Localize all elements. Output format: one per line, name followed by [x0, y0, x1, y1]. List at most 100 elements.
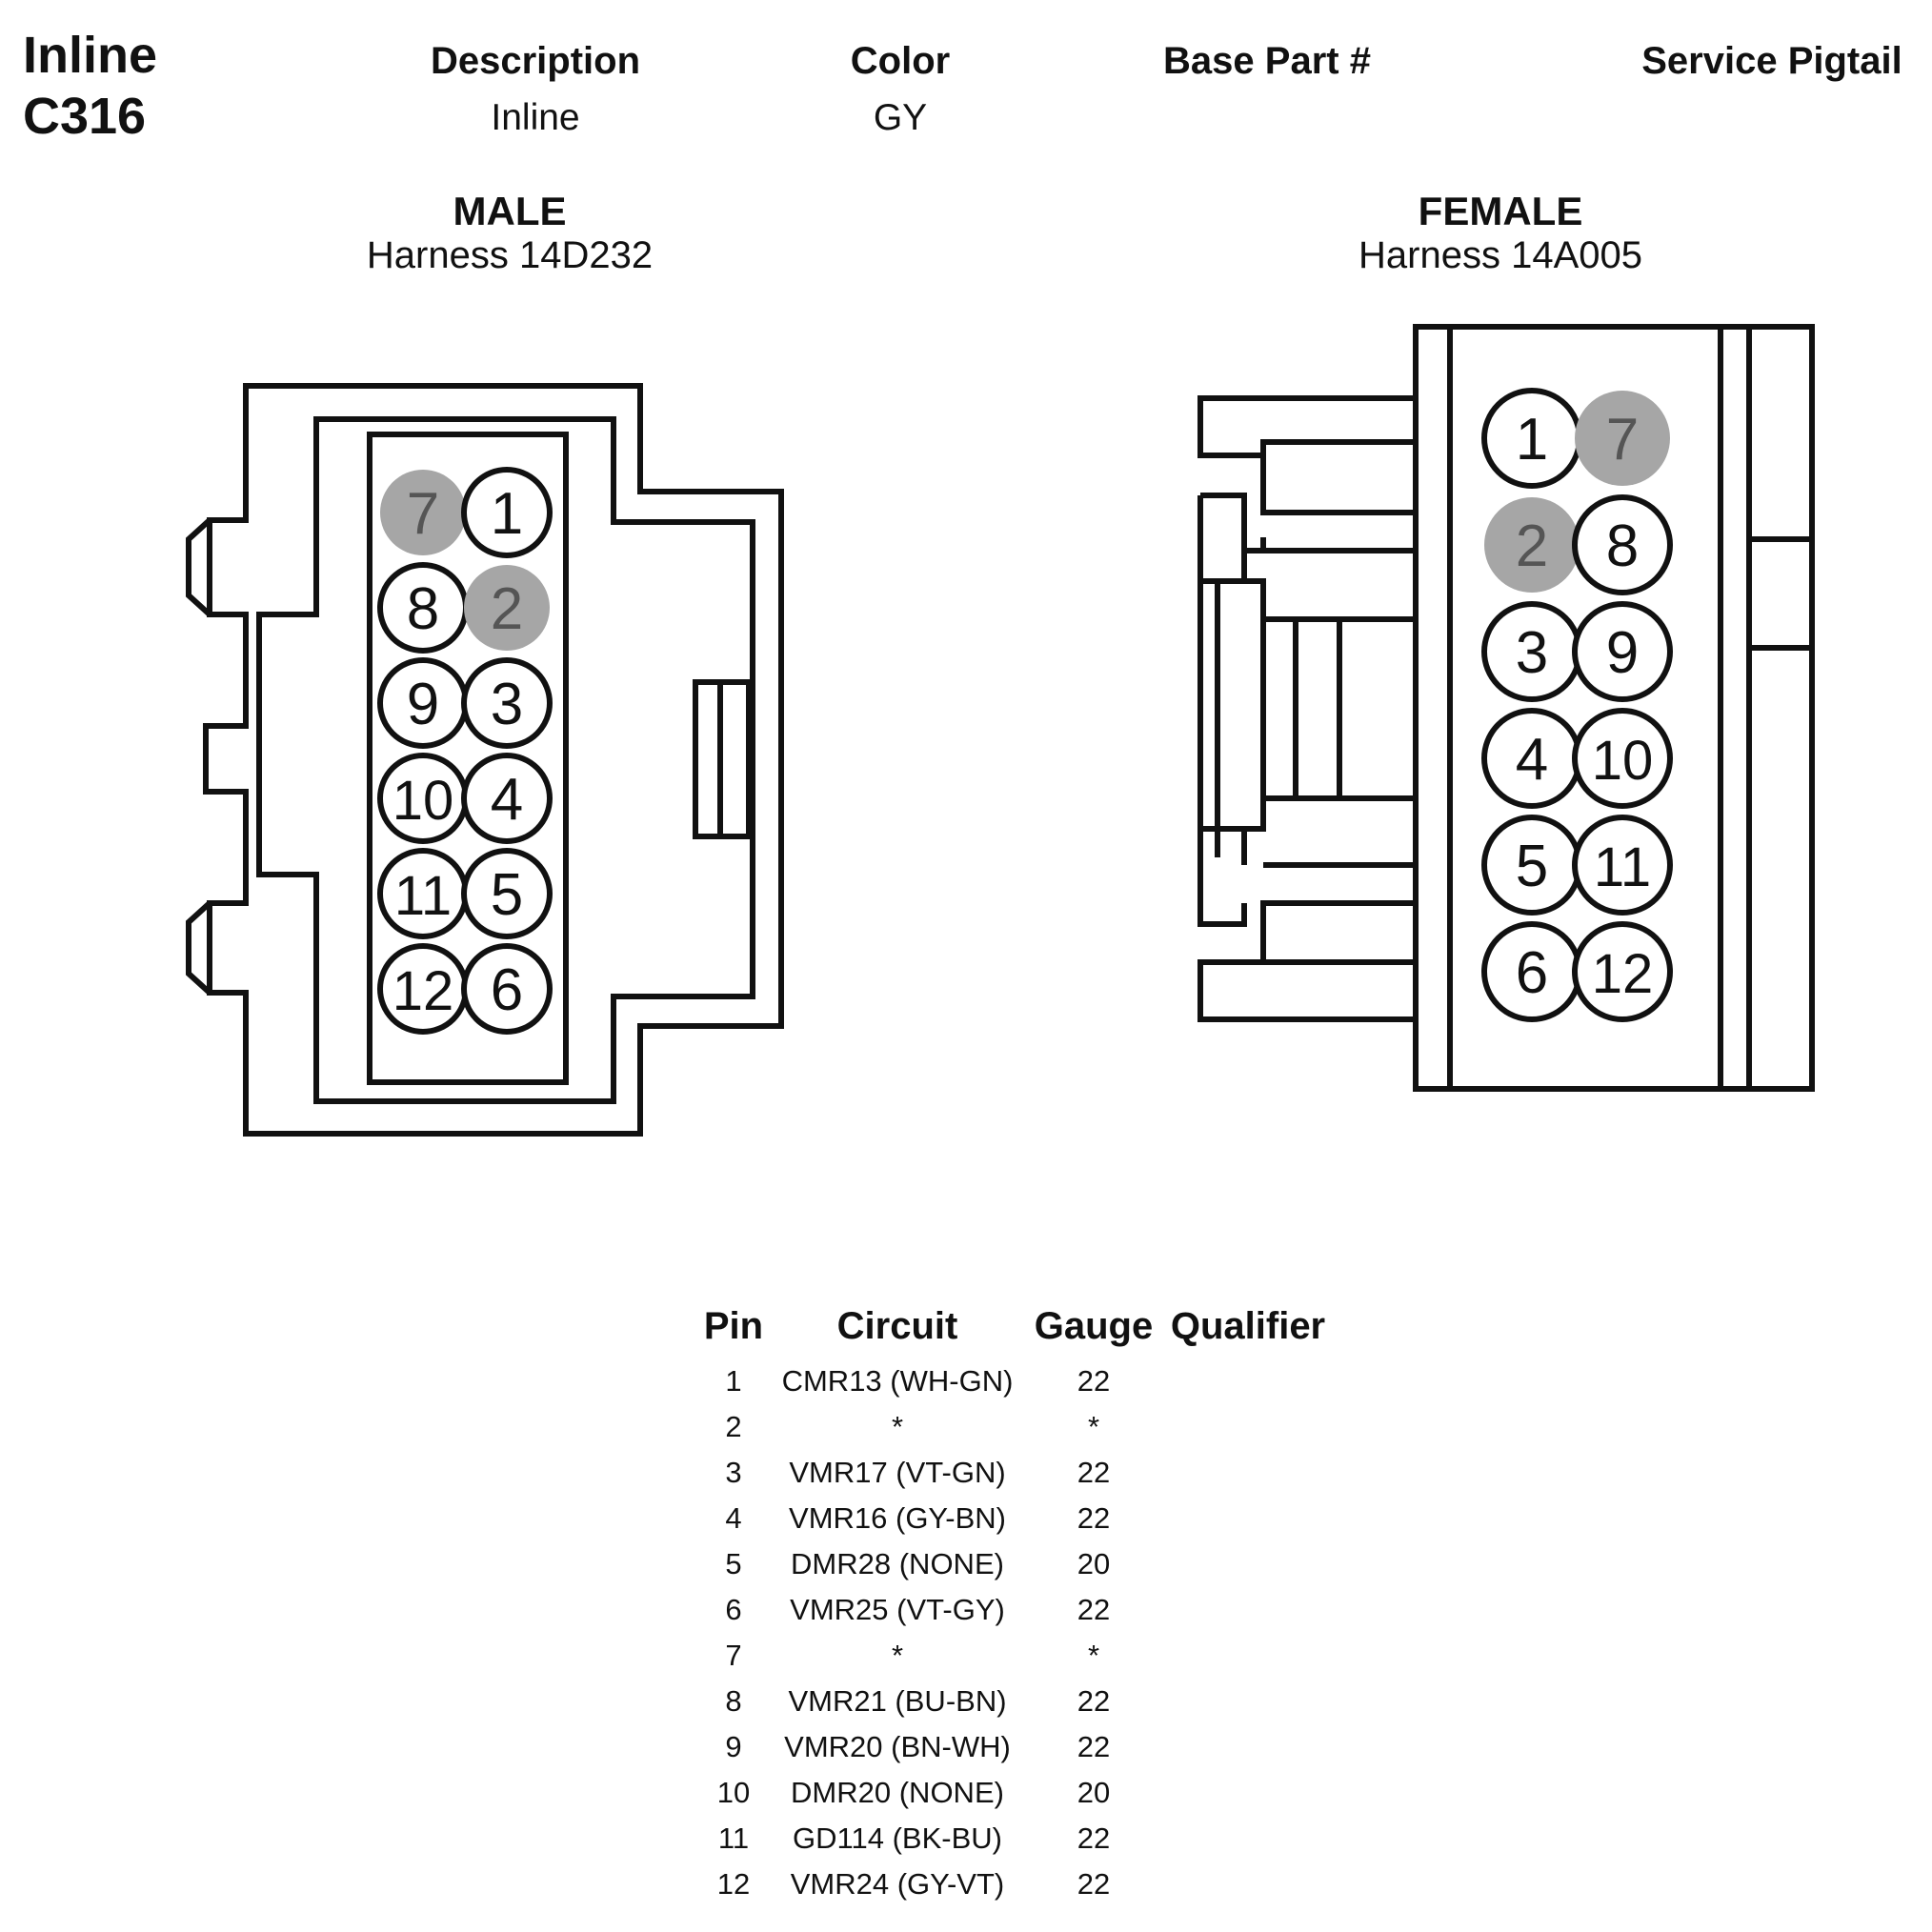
- female-harness: Harness 14A005: [1358, 234, 1642, 276]
- cell-gauge: 20: [1077, 1776, 1111, 1809]
- pin-number: 12: [1592, 943, 1654, 1005]
- cell-pin: 3: [725, 1456, 742, 1489]
- pin-number: 8: [407, 576, 439, 642]
- pin-number: 9: [1606, 620, 1639, 686]
- cell-gauge: 22: [1077, 1456, 1111, 1489]
- table-header-gauge: Gauge: [1034, 1305, 1154, 1347]
- pin-number: 6: [491, 957, 523, 1023]
- pin-number: 6: [1516, 940, 1548, 1006]
- cell-pin: 7: [725, 1639, 742, 1672]
- table-header-qualifier: Qualifier: [1170, 1305, 1326, 1347]
- pin-10: 10: [1572, 708, 1673, 809]
- cell-circuit: VMR25 (VT-GY): [790, 1593, 1005, 1626]
- table-header-pin: Pin: [703, 1305, 764, 1347]
- pin-number: 8: [1606, 513, 1639, 579]
- color-label: Color: [850, 40, 951, 82]
- cell-gauge: 20: [1077, 1547, 1111, 1580]
- cell-gauge: 22: [1077, 1684, 1111, 1718]
- cell-pin: 1: [725, 1364, 742, 1398]
- pin-circle: [1572, 815, 1673, 916]
- pin-circle: [1572, 601, 1673, 702]
- pin-number: 4: [491, 767, 523, 833]
- cell-circuit: DMR28 (NONE): [791, 1547, 1004, 1580]
- cell-pin: 6: [725, 1593, 742, 1626]
- table-header-circuit: Circuit: [836, 1305, 958, 1347]
- pin-number: 12: [392, 960, 454, 1022]
- cell-circuit: *: [891, 1410, 904, 1443]
- cell-gauge: 22: [1077, 1821, 1111, 1855]
- connector-name-line1: Inline: [23, 27, 158, 84]
- cell-circuit: VMR24 (GY-VT): [790, 1867, 1005, 1901]
- pin-number: 5: [1516, 834, 1548, 899]
- cell-circuit: VMR20 (BN-WH): [784, 1730, 1011, 1763]
- pin-5: 5: [461, 848, 553, 939]
- pin-3: 3: [1481, 601, 1582, 702]
- cell-gauge: 22: [1077, 1364, 1111, 1398]
- cell-pin: 4: [725, 1501, 742, 1535]
- male-title: MALE: [453, 189, 567, 233]
- pin-number: 3: [491, 672, 523, 737]
- description-label: Description: [430, 40, 641, 82]
- pin-10: 10: [377, 753, 469, 844]
- pin-number: 2: [491, 576, 523, 642]
- pin-1: 1: [1481, 388, 1582, 489]
- pin-11: 11: [377, 848, 469, 939]
- pin-number: 10: [392, 770, 454, 832]
- pin-circle: [1484, 497, 1580, 593]
- cell-pin: 12: [716, 1867, 751, 1901]
- cell-pin: 11: [717, 1821, 750, 1855]
- pin-circle: [461, 943, 553, 1035]
- pin-8: 8: [377, 562, 469, 654]
- cell-circuit: CMR13 (WH-GN): [781, 1364, 1014, 1398]
- pin-6: 6: [461, 943, 553, 1035]
- base-part-label: Base Part #: [1163, 40, 1371, 82]
- pin-9: 9: [377, 657, 469, 749]
- pin-circle: [1572, 921, 1673, 1022]
- cell-gauge: *: [1087, 1410, 1100, 1443]
- pin-number: 2: [1516, 513, 1548, 579]
- cell-circuit: VMR21 (BU-BN): [788, 1684, 1007, 1718]
- pin-circle: [464, 565, 550, 651]
- pin-circle: [461, 848, 553, 939]
- pin-number: 3: [1516, 620, 1548, 686]
- pin-8: 8: [1572, 494, 1673, 595]
- pin-number: 10: [1592, 730, 1654, 792]
- pin-4: 4: [1481, 708, 1582, 809]
- pin-12: 12: [377, 943, 469, 1035]
- pin-1: 1: [461, 467, 553, 558]
- pin-number: 7: [407, 481, 439, 547]
- service-pigtail-label: Service Pigtail: [1641, 40, 1902, 82]
- pin-circle: [1572, 494, 1673, 595]
- pin-number: 5: [491, 862, 523, 928]
- pin-number: 4: [1516, 727, 1548, 793]
- pin-12: 12: [1572, 921, 1673, 1022]
- cell-pin: 8: [725, 1684, 742, 1718]
- pin-number: 1: [1516, 407, 1548, 473]
- cell-gauge: *: [1087, 1639, 1100, 1672]
- pin-7: 7: [1575, 391, 1670, 486]
- pin-number: 9: [407, 672, 439, 737]
- pin-circle: [461, 657, 553, 749]
- pin-number: 7: [1606, 407, 1639, 473]
- cell-circuit: VMR17 (VT-GN): [789, 1456, 1006, 1489]
- cell-pin: 9: [725, 1730, 742, 1763]
- female-housing: [1197, 324, 1815, 1092]
- pin-circle: [461, 753, 553, 844]
- pin-circle: [1572, 708, 1673, 809]
- pin-circle: [461, 467, 553, 558]
- connector-name-line2: C316: [23, 88, 147, 145]
- cell-pin: 10: [716, 1776, 751, 1809]
- color-value: GY: [873, 97, 928, 138]
- pin-2: 2: [464, 565, 550, 651]
- pin-circle: [1575, 391, 1670, 486]
- pin-number: 11: [394, 865, 452, 927]
- description-value: Inline: [491, 97, 580, 138]
- pin-9: 9: [1572, 601, 1673, 702]
- pin-7: 7: [380, 470, 466, 555]
- male-housing: [186, 383, 784, 1137]
- cell-gauge: 22: [1077, 1501, 1111, 1535]
- cell-gauge: 22: [1077, 1593, 1111, 1626]
- pin-3: 3: [461, 657, 553, 749]
